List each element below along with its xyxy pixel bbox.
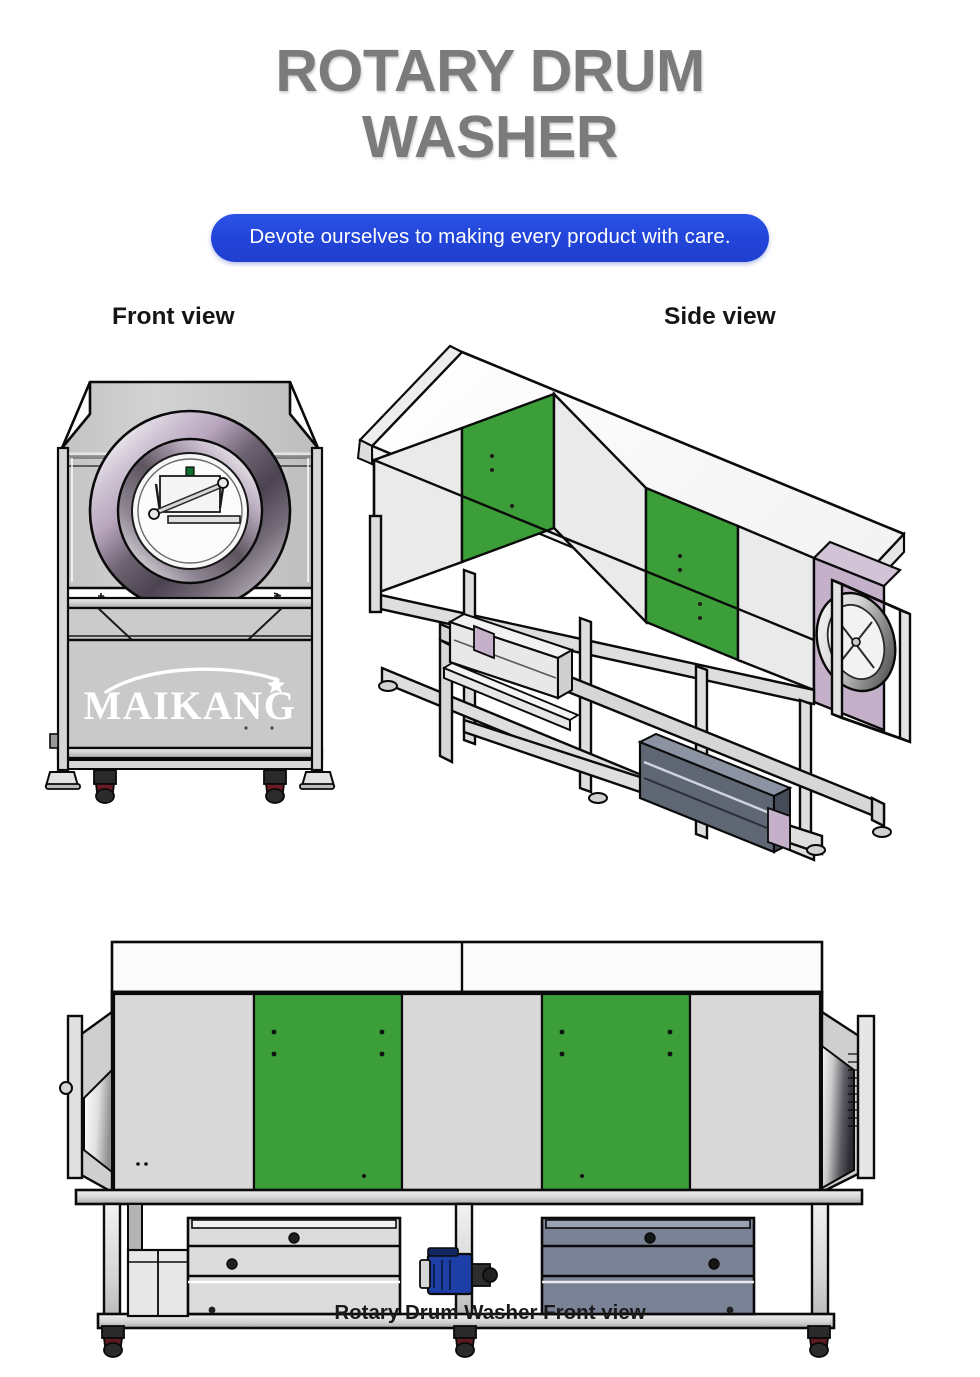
side-tank-right-fitting [767, 806, 791, 852]
bottom-caster-middle [453, 1325, 477, 1358]
bottom-panel-fasteners [136, 1029, 673, 1178]
front-side-fitting [49, 733, 59, 749]
bottom-control-box-left [186, 1216, 402, 1316]
bottom-panel-2-green [252, 992, 404, 1192]
bottom-right-ladder-detail [848, 1053, 858, 1127]
bottom-right-drum-end [821, 1044, 855, 1190]
bottom-right-post [856, 1014, 876, 1180]
bottom-upper-frame-rail [74, 1188, 864, 1206]
front-leg-right [310, 446, 324, 772]
side-panel-fasteners [490, 454, 702, 620]
front-view-label: Front view [112, 303, 235, 330]
logo-star-icon [267, 676, 285, 693]
side-tank-left [447, 612, 575, 700]
page-title: ROTARY DRUM WASHER [0, 38, 980, 170]
side-view-illustration: MAIKANG [344, 338, 956, 862]
page-title-line1: ROTARY DRUM [275, 38, 705, 104]
front-leg-left [56, 446, 70, 772]
bottom-panel-1-gray [112, 992, 256, 1192]
front-mid-band [60, 596, 320, 610]
front-foot-left [44, 771, 81, 790]
bottom-left-drum-end [83, 1067, 113, 1175]
left-box-fitting-2 [226, 1258, 238, 1270]
left-box-fitting-1 [288, 1232, 300, 1244]
page-title-line2: WASHER [362, 104, 618, 171]
right-box-fitting-1 [644, 1232, 656, 1244]
bottom-control-box-right [540, 1216, 756, 1316]
bottom-drive-motor [419, 1247, 498, 1296]
panel-detail-dots [244, 726, 274, 730]
bottom-left-post [66, 1014, 84, 1180]
tagline-banner-wrap: Devote ourselves to making every product… [0, 214, 980, 262]
right-box-fitting-2 [708, 1258, 720, 1270]
bottom-top-lid [110, 940, 824, 994]
side-pipe-left [442, 661, 580, 732]
logo-arc-icon [104, 667, 280, 694]
front-caster-left [93, 769, 117, 804]
bottom-panel-3-gray [400, 992, 544, 1192]
front-brand-logo: MAIKANG [84, 667, 297, 728]
bottom-caster-right [807, 1325, 831, 1358]
bottom-panel-4-green [540, 992, 692, 1192]
side-feet [378, 680, 892, 856]
front-view-illustration: MAIKANG [40, 336, 340, 816]
front-foot-right [299, 771, 336, 790]
front-caster-right [263, 769, 287, 804]
side-outlet-guard [830, 578, 912, 744]
side-view-label: Side view [664, 303, 776, 330]
front-base-rail [57, 759, 323, 770]
drum-internal-linkage [148, 477, 241, 524]
front-brand-name: MAIKANG [84, 683, 297, 728]
bottom-panel-5-gray [688, 992, 822, 1192]
tagline-banner: Devote ourselves to making every product… [211, 214, 769, 262]
side-tank-left-fitting [473, 624, 495, 660]
bottom-view-caption: Rotary Drum Washer Front view [334, 1301, 646, 1324]
bottom-front-view-illustration: MAIKANG [42, 920, 942, 1358]
side-tank-right [637, 732, 793, 854]
bottom-left-knob [59, 1081, 73, 1095]
bottom-caster-left [101, 1325, 125, 1358]
